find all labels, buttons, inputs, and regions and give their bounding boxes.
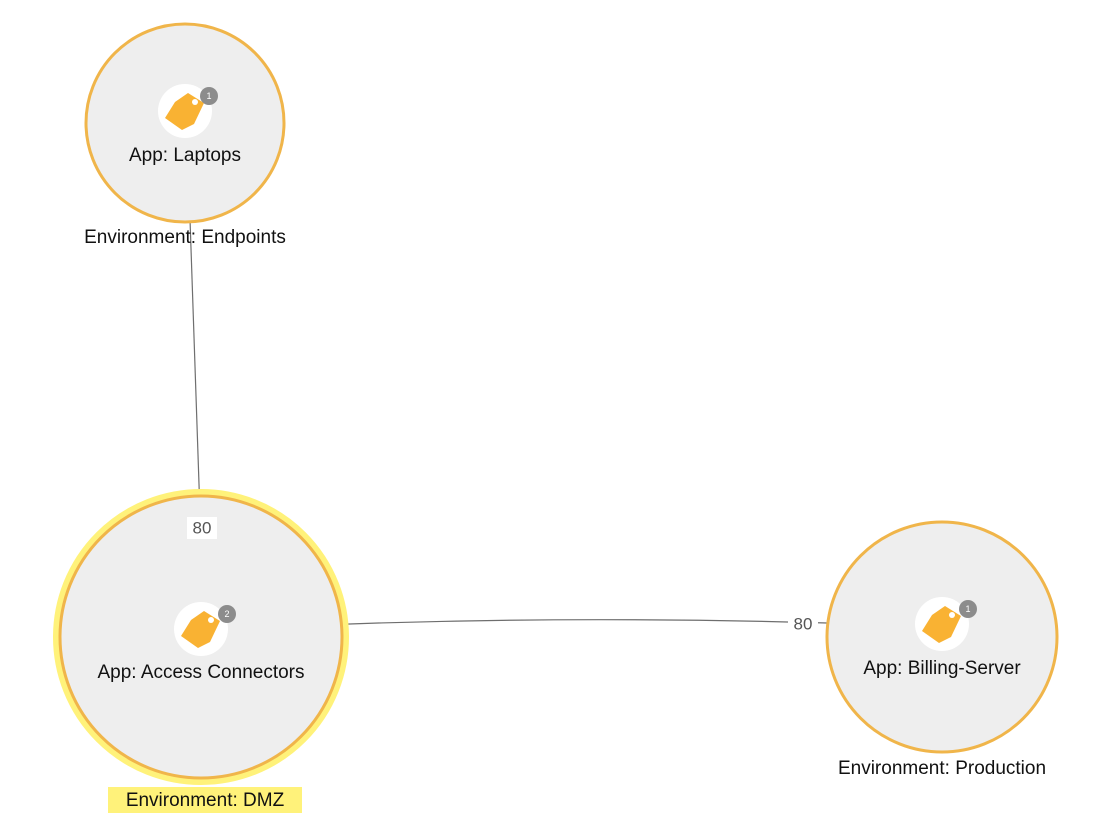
- node-billing-server[interactable]: 1 App: Billing-Server Environment: Produ…: [825, 520, 1059, 779]
- tag-icon: [174, 602, 228, 656]
- edge-label-laptops-to-access-connectors: 80: [187, 517, 217, 539]
- environment-label: Environment: Production: [838, 758, 1046, 779]
- badge-count: 1: [200, 87, 218, 105]
- tag-icon: [158, 84, 212, 138]
- app-label: App: Access Connectors: [98, 662, 305, 683]
- environment-label: Environment: DMZ: [126, 790, 285, 811]
- svg-text:1: 1: [206, 91, 211, 101]
- app-label: App: Laptops: [129, 145, 241, 166]
- node-laptops[interactable]: 1 App: Laptops Environment: Endpoints: [84, 22, 286, 248]
- node-access-connectors[interactable]: 2 App: Access Connectors Environment: DM…: [53, 489, 349, 813]
- tag-icon: [915, 597, 969, 651]
- environment-label-highlight: [108, 787, 302, 813]
- badge-count: 1: [959, 600, 977, 618]
- node-highlight-halo: [53, 489, 349, 785]
- badge-count: 2: [218, 605, 236, 623]
- app-label: App: Billing-Server: [863, 658, 1021, 679]
- svg-text:2: 2: [224, 609, 229, 619]
- port-label: 80: [193, 519, 212, 538]
- environment-label: Environment: Endpoints: [84, 227, 286, 248]
- svg-text:1: 1: [965, 604, 970, 614]
- edge-label-access-connectors-to-billing-server: 80: [788, 613, 818, 635]
- port-label: 80: [794, 615, 813, 634]
